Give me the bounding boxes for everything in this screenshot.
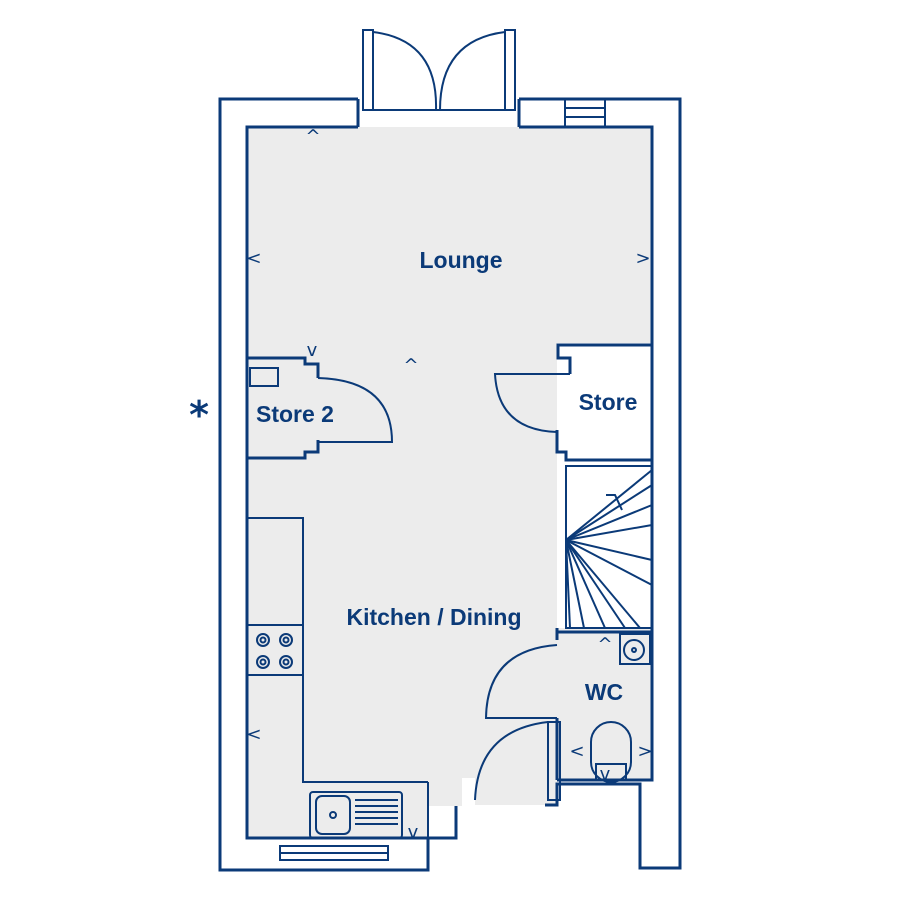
marker-left-icon: < bbox=[246, 724, 261, 745]
room-label-lounge: Lounge bbox=[419, 247, 502, 273]
french-doors bbox=[362, 29, 516, 111]
floor-area bbox=[247, 127, 652, 838]
toilet-icon bbox=[590, 721, 632, 783]
marker-right-icon: > bbox=[637, 741, 652, 762]
wc-basin-icon bbox=[619, 633, 651, 665]
marker-up-icon: ^ bbox=[403, 355, 418, 376]
staircase bbox=[565, 465, 653, 629]
wc-walls bbox=[474, 628, 652, 801]
marker-down-icon: v bbox=[600, 764, 611, 785]
marker-down-icon: v bbox=[307, 340, 318, 361]
store2-walls bbox=[247, 356, 394, 460]
window-bottom bbox=[279, 845, 389, 861]
kitchen-worktop bbox=[246, 517, 429, 838]
store-walls bbox=[493, 343, 652, 462]
marker-down-icon: v bbox=[408, 822, 419, 843]
marker-left-icon: < bbox=[246, 248, 261, 269]
room-label-store2: Store 2 bbox=[256, 401, 334, 427]
marker-right-icon: > bbox=[635, 248, 650, 269]
sink-icon bbox=[309, 791, 403, 839]
room-label-wc: WC bbox=[585, 679, 623, 705]
room-label-kitchen: Kitchen / Dining bbox=[346, 604, 521, 630]
marker-up-icon: ^ bbox=[597, 634, 612, 655]
window-top-right bbox=[564, 98, 606, 128]
hob-icon bbox=[256, 633, 293, 669]
room-label-store: Store bbox=[579, 389, 638, 415]
asterisk-marker: * bbox=[189, 393, 209, 437]
marker-left-icon: < bbox=[569, 741, 584, 762]
marker-up-icon: ^ bbox=[305, 126, 320, 147]
